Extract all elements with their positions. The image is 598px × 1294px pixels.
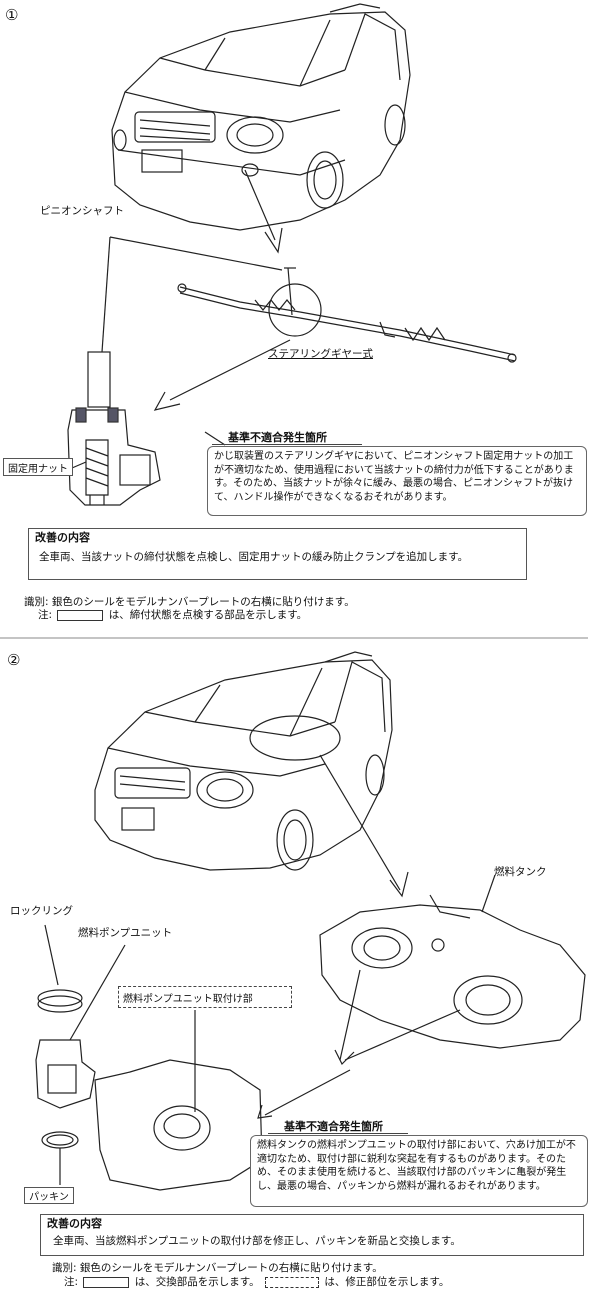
gasket-label: パッキン: [29, 1192, 69, 1203]
suv-drawing-1: [111, 3, 411, 231]
fuel-tank-label: 燃料タンク: [494, 866, 547, 878]
note-prefix-2: 注:: [64, 1276, 79, 1288]
note-1: 注: は、締付状態を点検する部品を示します。: [38, 609, 307, 622]
note-text-2a: は、交換部品を示します。: [134, 1276, 260, 1288]
fix-title-1: 改善の内容: [35, 531, 90, 544]
defect-title-underline-1: [212, 444, 362, 445]
steering-rack-drawing: [177, 267, 517, 363]
pinion-shaft-label: ピニオンシャフト: [40, 205, 124, 217]
fixing-nut-label: 固定用ナット: [8, 463, 68, 475]
defect-box-1: かじ取装置のステアリングギヤにおいて、ピニオンシャフト固定用ナットの加工が不適切…: [207, 446, 587, 516]
section-2-number: ②: [7, 651, 21, 669]
note-text-2b: は、修正部位を示します。: [324, 1276, 450, 1288]
defect-box-2: 燃料タンクの燃料ポンプユニットの取付け部において、穴あけ加工が不適切なため、取付…: [250, 1135, 588, 1207]
defect-description-2: 燃料タンクの燃料ポンプユニットの取付け部において、穴あけ加工が不適切なため、取付…: [257, 1140, 576, 1192]
note-text-1: は、締付状態を点検する部品を示します。: [108, 609, 308, 621]
lock-ring-label: ロックリング: [10, 905, 73, 917]
fuel-tank-drawing: [319, 874, 586, 1049]
pinion-detail-drawing: [67, 351, 161, 506]
fix-description-1: 全車両、当該ナットの締付状態を点検し、固定用ナットの緩み防止クランプを追加します…: [39, 551, 469, 563]
solid-box-legend-1: [57, 609, 104, 621]
fix-box-2: 改善の内容 全車両、当該燃料ポンプユニットの取付け部を修正し、パッキンを新品と交…: [40, 1214, 584, 1256]
fuel-pump-mount-label: 燃料ポンプユニット取付け部: [123, 993, 253, 1005]
defect-title-underline-2: [268, 1133, 408, 1134]
note-prefix-1: 注:: [38, 609, 53, 621]
mount-label-box: 燃料ポンプユニット取付け部: [118, 986, 292, 1008]
defect-title-2: 基準不適合発生箇所: [284, 1120, 383, 1133]
dashed-box-legend-2: [265, 1276, 320, 1288]
gasket-label-box: パッキン: [24, 1187, 74, 1204]
steering-gear-label: ステアリングギヤー式: [268, 348, 373, 360]
section-1-number: ①: [5, 6, 19, 24]
suv-drawing-2: [94, 651, 393, 871]
defect-title-1: 基準不適合発生箇所: [228, 431, 327, 444]
identification-text-1: 識別: 銀色のシールをモデルナンバープレートの右横に貼り付けます。: [24, 596, 355, 608]
defect-description-1: かじ取装置のステアリングギヤにおいて、ピニオンシャフト固定用ナットの加工が不適切…: [214, 451, 574, 503]
fix-box-1: 改善の内容 全車両、当該ナットの締付状態を点検し、固定用ナットの緩み防止クランプ…: [28, 528, 527, 580]
solid-box-legend-2: [83, 1276, 130, 1288]
fix-title-2: 改善の内容: [47, 1217, 102, 1230]
fuel-pump-unit-label: 燃料ポンプユニット: [78, 927, 173, 939]
fixing-nut-label-box: 固定用ナット: [3, 458, 73, 476]
note-2: 注: は、交換部品を示します。 は、修正部位を示します。: [64, 1276, 449, 1289]
fix-description-2: 全車両、当該燃料ポンプユニットの取付け部を修正し、パッキンを新品と交換します。: [53, 1235, 461, 1247]
fuel-pump-drawing: [35, 924, 263, 1191]
identification-text-2: 識別: 銀色のシールをモデルナンバープレートの右横に貼り付けます。: [52, 1262, 383, 1274]
